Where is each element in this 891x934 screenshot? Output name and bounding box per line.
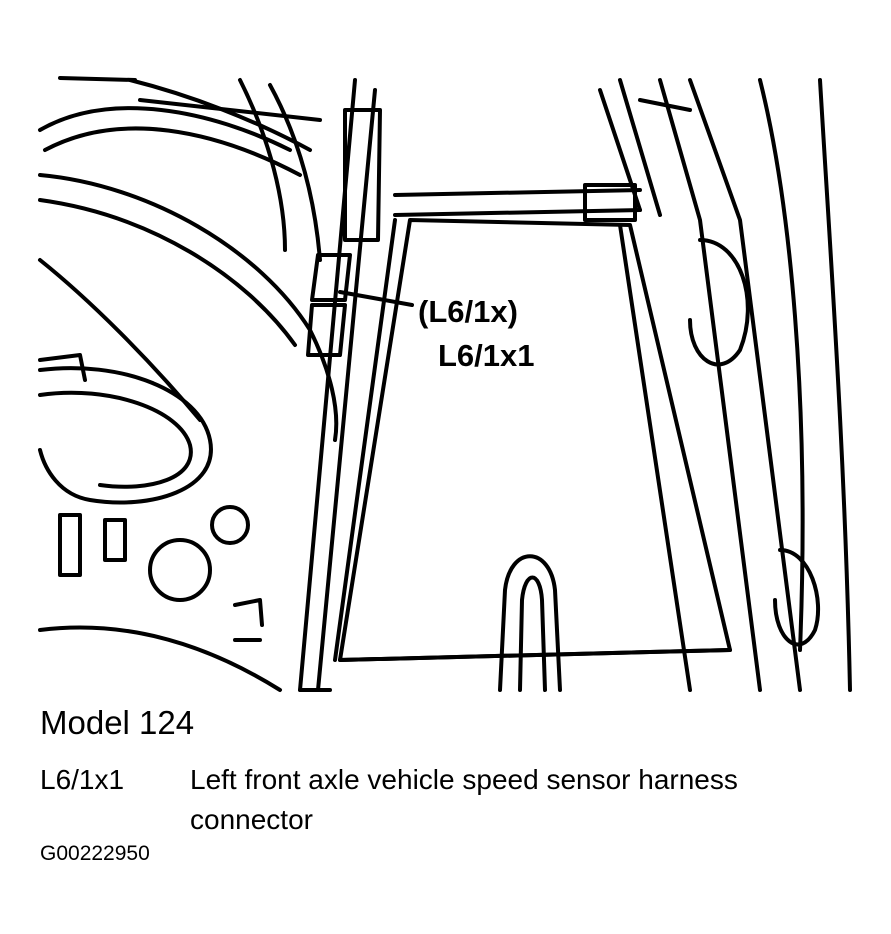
left-housing-inner-curve	[38, 198, 297, 347]
crossbar	[393, 188, 642, 197]
legend-description: Left front axle vehicle speed sensor har…	[190, 764, 738, 835]
engine-bay-line-drawing	[38, 76, 852, 692]
legend-code: L6/1x1	[40, 764, 125, 795]
u-bracket	[498, 554, 562, 692]
central-plate	[338, 218, 732, 662]
left-upper-arc	[38, 106, 292, 152]
right-rail-outer	[658, 78, 762, 692]
left-housing-outer-curve	[38, 173, 339, 442]
left-upper-arc-2	[43, 126, 302, 177]
connector-leader-line	[338, 290, 414, 307]
left-hose-loop	[38, 366, 213, 505]
figure-id: G00222950	[40, 842, 150, 865]
connector-callout-secondary: L6/1x1	[438, 338, 535, 373]
connector-callout-primary: (L6/1x)	[418, 294, 518, 329]
model-title: Model 124	[40, 704, 195, 741]
